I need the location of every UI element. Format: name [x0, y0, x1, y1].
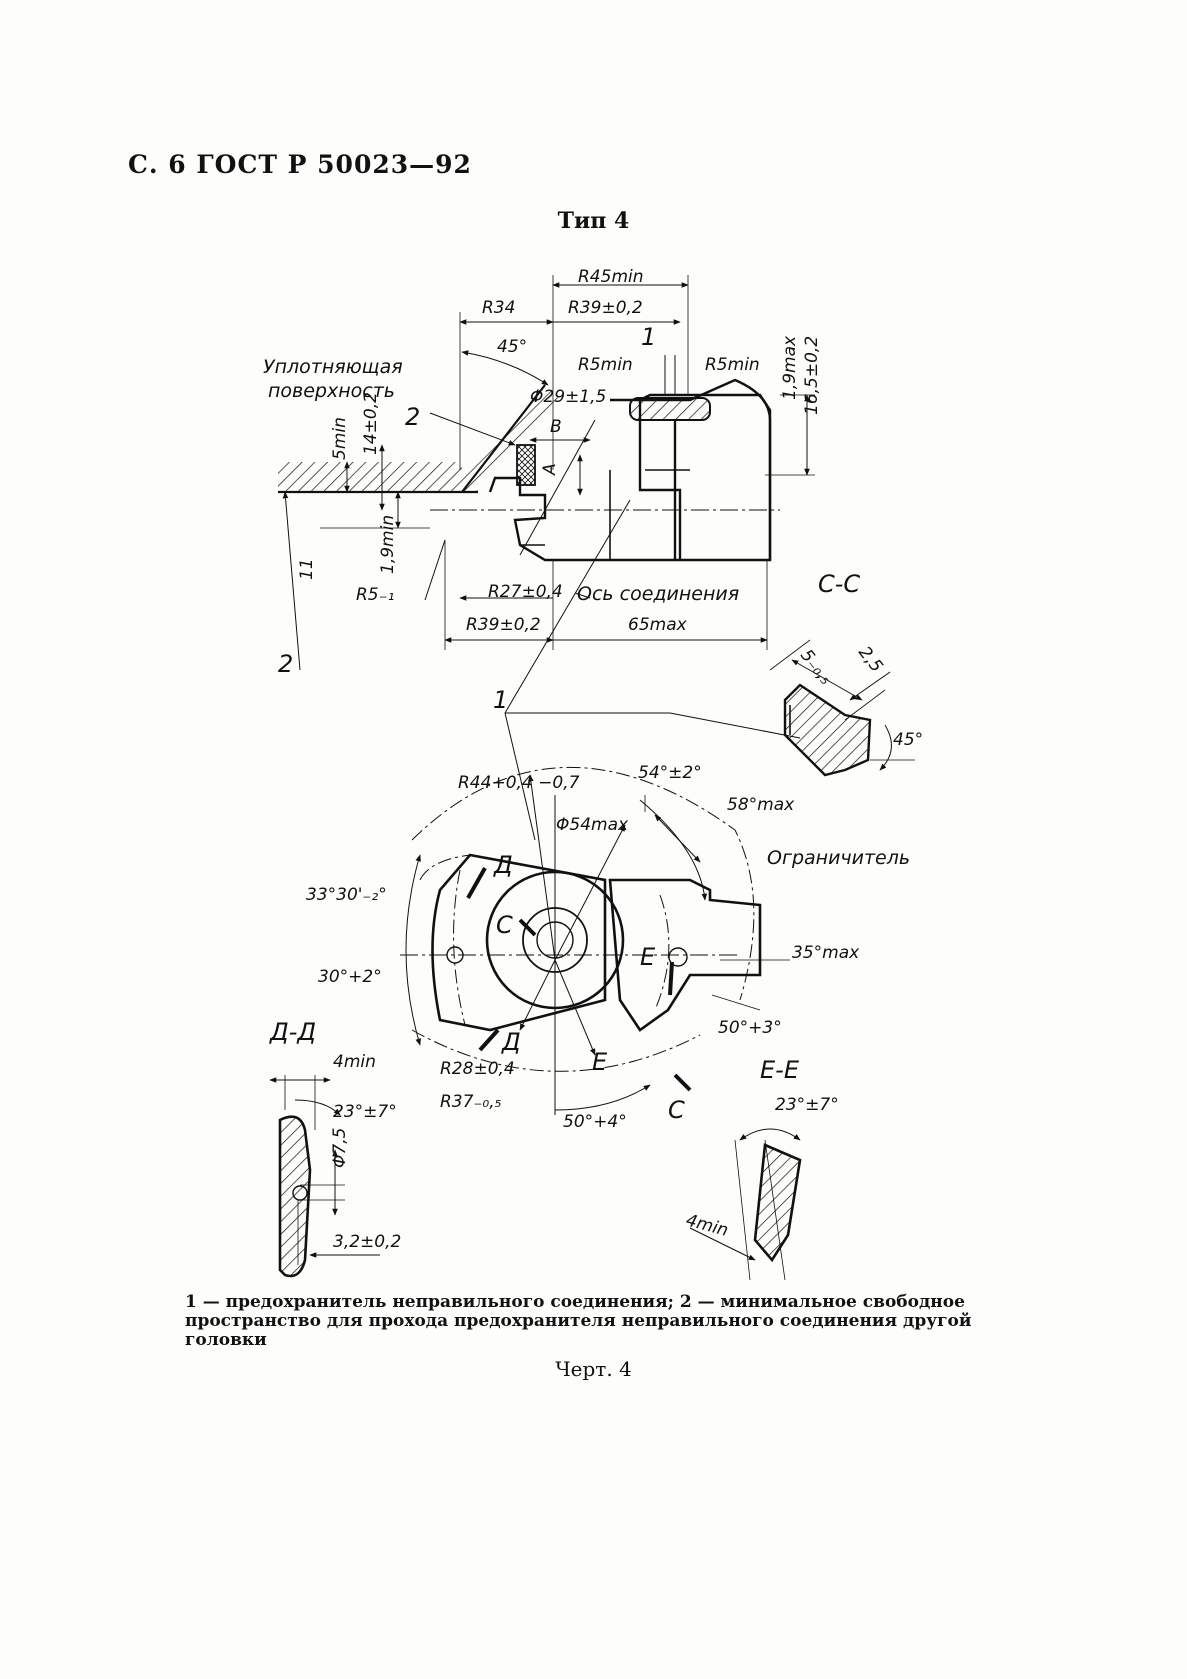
- mating-body-hatch: [278, 385, 560, 492]
- mark-2-top: 2: [405, 403, 420, 431]
- mark-1-top: 1: [641, 323, 656, 351]
- figure-caption: 1 — предохранитель неправильного соедине…: [185, 1292, 972, 1350]
- dim-dd-75: Φ7,5: [330, 1128, 350, 1168]
- dim-r45min: R45min: [578, 267, 644, 287]
- dim-r28: R28±0,4: [440, 1059, 515, 1079]
- dim-d29: Φ29±1,5: [530, 387, 606, 407]
- section-ee-view: [689, 1128, 802, 1281]
- dim-l65max: 65max: [628, 615, 688, 635]
- dim-r5-1: R5₋₁: [356, 585, 394, 605]
- dim-d54max: Φ54max: [556, 815, 629, 835]
- dim-a3330: 33°30'₋₂°: [306, 885, 387, 905]
- dim-angle-45: 45°: [497, 337, 527, 357]
- type-title: Тип 4: [557, 208, 630, 234]
- dim-r39b: R39±0,2: [466, 615, 541, 635]
- label-sealing-surface-2: поверхность: [268, 380, 395, 402]
- dim-h14: 14±0,2: [361, 392, 381, 455]
- dim-r44: R44+0,4 −0,7: [458, 773, 580, 793]
- dim-ee-23: 23°±7°: [775, 1095, 839, 1115]
- dim-a54: 54°±2°: [638, 763, 702, 783]
- fuse-pin-hatch: [629, 397, 711, 421]
- label-sealing-surface-1: Уплотняющая: [263, 356, 403, 378]
- mating-surface-hatch: [278, 462, 462, 492]
- side-section-view: [278, 275, 815, 671]
- dim-h19max: 1,9max: [780, 335, 800, 400]
- label-section-ee: Е-Е: [760, 1056, 800, 1084]
- dim-a50a: 50°+3°: [718, 1018, 782, 1038]
- dim-a50b: 50°+4°: [563, 1112, 627, 1132]
- label-limiter: Ограничитель: [767, 847, 910, 869]
- label-section-cc: С-С: [818, 570, 860, 598]
- figure-number: Черт. 4: [555, 1357, 632, 1381]
- dim-dd-4min: 4min: [333, 1052, 376, 1072]
- dim-r37: R37₋₀,₅: [440, 1092, 502, 1112]
- limiter-outline: [608, 878, 762, 1032]
- dim-h165: 16,5±0,2: [802, 336, 822, 415]
- section-cc-view: [769, 639, 915, 777]
- dim-r34: R34: [482, 298, 515, 318]
- dim-dd-23: 23°±7°: [333, 1102, 397, 1122]
- label-section-dd: Д-Д: [269, 1018, 316, 1046]
- mark-a: А: [540, 463, 560, 476]
- dim-dd-32: 3,2±0,2: [333, 1232, 401, 1252]
- dim-cc-5: 5₋₀,₅: [796, 646, 836, 689]
- plan-view: [400, 767, 790, 1115]
- label-connection-axis: Ось соединения: [577, 583, 739, 605]
- page-header: С. 6 ГОСТ Р 50023—92: [128, 150, 472, 179]
- cut-mark-e-right: Е: [640, 943, 656, 971]
- dim-r27: R27±0,4: [488, 582, 563, 602]
- mark-b: В: [550, 417, 562, 437]
- dim-r5min-left: R5min: [578, 355, 633, 375]
- cut-mark-c-bottom: С: [668, 1096, 685, 1124]
- dim-r39: R39±0,2: [568, 298, 643, 318]
- cut-mark-c-center: С: [496, 911, 513, 939]
- cut-mark-e-bottom: Е: [592, 1048, 608, 1076]
- dim-r5min-right: R5min: [705, 355, 760, 375]
- cut-mark-d-top: Д: [493, 851, 513, 879]
- dim-a58: 58°max: [727, 795, 795, 815]
- dim-cc-25: 2,5: [854, 643, 886, 677]
- dim-h19min: 1,9min: [378, 515, 398, 574]
- dim-a30: 30°+2°: [318, 967, 382, 987]
- dim-h5min: 5min: [330, 417, 350, 460]
- dim-a35: 35°max: [792, 943, 860, 963]
- seal-ring: [516, 444, 536, 486]
- dim-cc-45: 45°: [893, 730, 923, 750]
- mark-2-bottom: 2: [278, 650, 293, 678]
- cut-mark-d-bottom: Д: [501, 1028, 521, 1056]
- dim-h11: 11: [297, 558, 317, 580]
- mark-1-middle: 1: [493, 686, 508, 714]
- section-dd-view: [269, 1075, 380, 1278]
